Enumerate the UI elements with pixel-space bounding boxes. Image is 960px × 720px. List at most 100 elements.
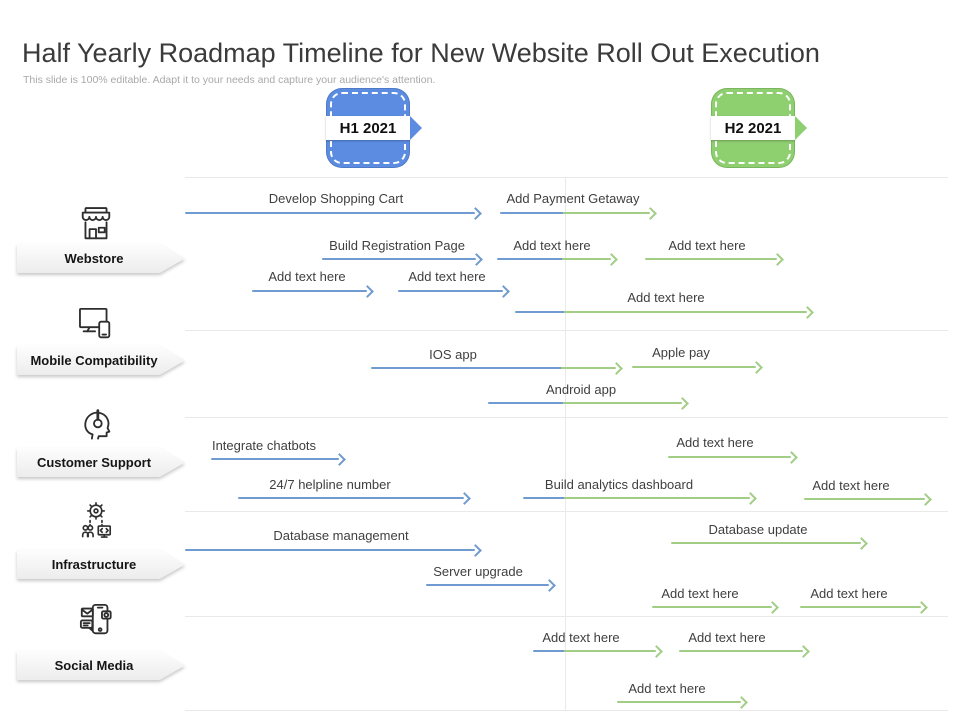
sidebar-item-customer-support: Customer Support (17, 448, 185, 477)
grid-line (185, 616, 948, 617)
milestone-arrow (252, 290, 367, 292)
arrowhead-icon (855, 537, 868, 550)
arrowhead-icon (915, 601, 928, 614)
milestone-label: Build analytics dashboard (544, 477, 694, 492)
milestone-label: Build Registration Page (329, 238, 465, 253)
arrowhead-icon (650, 645, 663, 658)
arrowhead-icon (744, 492, 757, 505)
sidebar-item-mobile-compatibility: Mobile Compatibility (17, 346, 185, 375)
arrowhead-icon (919, 493, 932, 506)
milestone-arrow (185, 212, 475, 214)
milestone-arrow (679, 650, 803, 652)
headset-icon (74, 401, 118, 445)
milestone-arrow (533, 650, 656, 652)
storefront-icon (74, 203, 118, 247)
milestone-arrow (488, 402, 682, 404)
category-label: Social Media (17, 651, 185, 680)
category-label: Customer Support (17, 448, 185, 477)
arrowhead-icon (458, 492, 471, 505)
grid-line (185, 177, 948, 178)
grid-line (185, 417, 948, 418)
milestone-label: Apple pay (652, 345, 710, 360)
milestone-arrow (645, 258, 777, 260)
arrowhead-icon (470, 253, 483, 266)
category-label: Infrastructure (17, 550, 185, 579)
arrowhead-icon (771, 253, 784, 266)
milestone-arrow (515, 311, 807, 313)
sidebar-item-webstore: Webstore (17, 244, 185, 273)
milestone-arrow (497, 258, 611, 260)
milestone-label: Android app (545, 382, 617, 397)
arrowhead-icon (797, 645, 810, 658)
milestone-label: Add text here (627, 290, 705, 305)
arrowhead-icon (361, 285, 374, 298)
milestone-arrow (652, 606, 772, 608)
category-label: Mobile Compatibility (17, 346, 185, 375)
arrowhead-icon (469, 544, 482, 557)
milestone-label: Database management (273, 528, 409, 543)
milestone-label: IOS app (429, 347, 477, 362)
milestone-label: Add text here (408, 269, 486, 284)
milestone-arrow (632, 366, 756, 368)
milestone-label: Database update (708, 522, 808, 537)
gear-team-icon (74, 499, 118, 543)
arrowhead-icon (497, 285, 510, 298)
milestone-arrow (668, 456, 791, 458)
arrowhead-icon (785, 451, 798, 464)
milestone-label: Integrate chatbots (211, 438, 317, 453)
arrowhead-icon (543, 579, 556, 592)
milestone-arrow (211, 458, 339, 460)
arrowhead-icon (469, 207, 482, 220)
arrowhead-icon (801, 306, 814, 319)
milestone-label: Add text here (628, 681, 706, 696)
arrowhead-icon (605, 253, 618, 266)
sidebar-item-social-media: Social Media (17, 651, 185, 680)
milestone-arrow (671, 542, 861, 544)
milestone-label: Add Payment Getaway (506, 191, 640, 206)
arrowhead-icon (644, 207, 657, 220)
milestone-label: Add text here (810, 586, 888, 601)
page-title: Half Yearly Roadmap Timeline for New Web… (22, 38, 820, 69)
milestone-arrow (523, 497, 750, 499)
milestone-label: Add text here (812, 478, 890, 493)
arrowhead-icon (735, 696, 748, 709)
milestone-label: Add text here (676, 435, 754, 450)
sidebar-item-infrastructure: Infrastructure (17, 550, 185, 579)
half-year-divider (565, 177, 566, 710)
arrowhead-icon (766, 601, 779, 614)
milestone-label: Add text here (513, 238, 591, 253)
milestone-label: 24/7 helpline number (269, 477, 391, 492)
category-label: Webstore (17, 244, 185, 273)
arrowhead-icon (750, 361, 763, 374)
period-label-h1: H1 2021 (326, 116, 410, 140)
milestone-arrow (371, 367, 616, 369)
milestone-label: Add text here (268, 269, 346, 284)
arrowhead-icon (610, 362, 623, 375)
arrowhead-icon (676, 397, 689, 410)
period-badge-h1: H1 2021 (326, 88, 410, 168)
grid-line (185, 330, 948, 331)
grid-line (185, 710, 948, 711)
milestone-label: Add text here (542, 630, 620, 645)
milestone-arrow (238, 497, 464, 499)
arrowhead-icon (333, 453, 346, 466)
monitor-phone-icon (74, 302, 118, 346)
period-badge-h2: H2 2021 (711, 88, 795, 168)
milestone-label: Add text here (688, 630, 766, 645)
period-label-h2: H2 2021 (711, 116, 795, 140)
milestone-label: Server upgrade (433, 564, 523, 579)
milestone-arrow (185, 549, 475, 551)
milestone-arrow (617, 701, 741, 703)
milestone-arrow (398, 290, 503, 292)
milestone-arrow (500, 212, 650, 214)
milestone-arrow (800, 606, 921, 608)
milestone-label: Add text here (668, 238, 746, 253)
milestone-arrow (322, 258, 476, 260)
milestone-label: Develop Shopping Cart (268, 191, 404, 206)
milestone-arrow (804, 498, 925, 500)
milestone-arrow (426, 584, 549, 586)
smartphone-social-icon (74, 598, 118, 642)
slide-subtitle: This slide is 100% editable. Adapt it to… (23, 73, 436, 86)
milestone-label: Add text here (661, 586, 739, 601)
